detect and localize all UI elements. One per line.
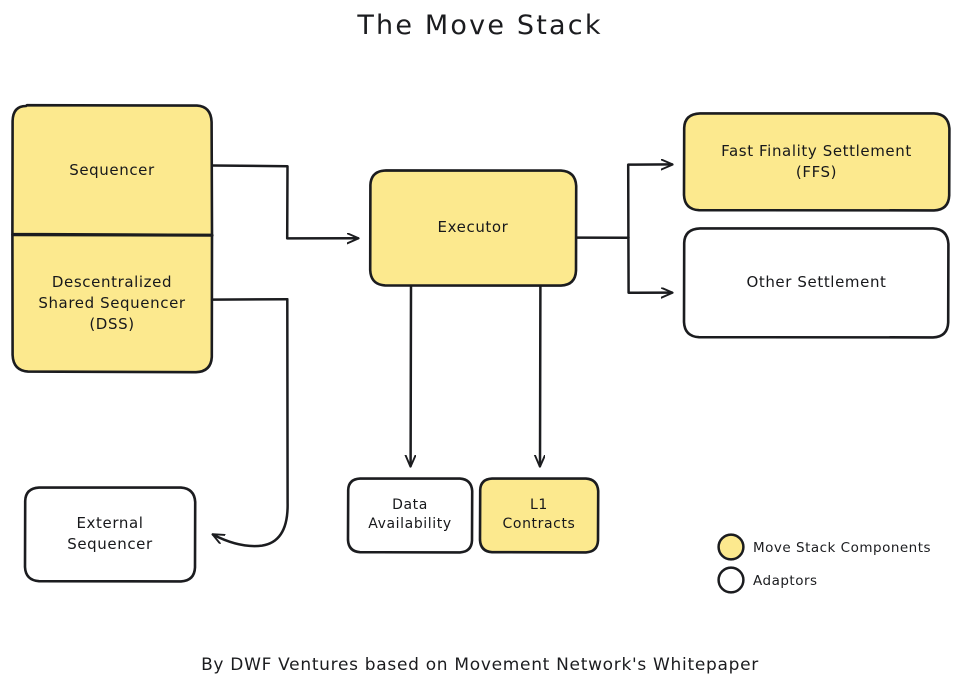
edge-executor-right-trunk	[574, 164, 672, 292]
node-other-settlement[interactable]	[682, 227, 950, 339]
page-title: The Move Stack	[357, 10, 603, 41]
node-data-availability[interactable]	[346, 477, 474, 554]
node-ffs[interactable]	[682, 112, 951, 212]
node-sequencer[interactable]	[11, 103, 214, 237]
node-external-sequencer[interactable]	[23, 486, 197, 583]
node-dss[interactable]	[11, 233, 214, 374]
legend-label-adaptors: Adaptors	[753, 573, 818, 589]
diagram-caption: By DWF Ventures based on Movement Networ…	[201, 655, 759, 675]
node-executor[interactable]	[368, 169, 578, 287]
legend-swatch-move-stack-components	[717, 533, 745, 561]
legend-swatch-adaptors	[717, 566, 745, 594]
legend-label-move-stack-components: Move Stack Components	[753, 540, 932, 556]
node-l1-contracts[interactable]	[478, 477, 600, 554]
edge-sequencer-to-executor	[210, 164, 289, 240]
edge-dss-to-external-sequencer	[213, 297, 289, 548]
